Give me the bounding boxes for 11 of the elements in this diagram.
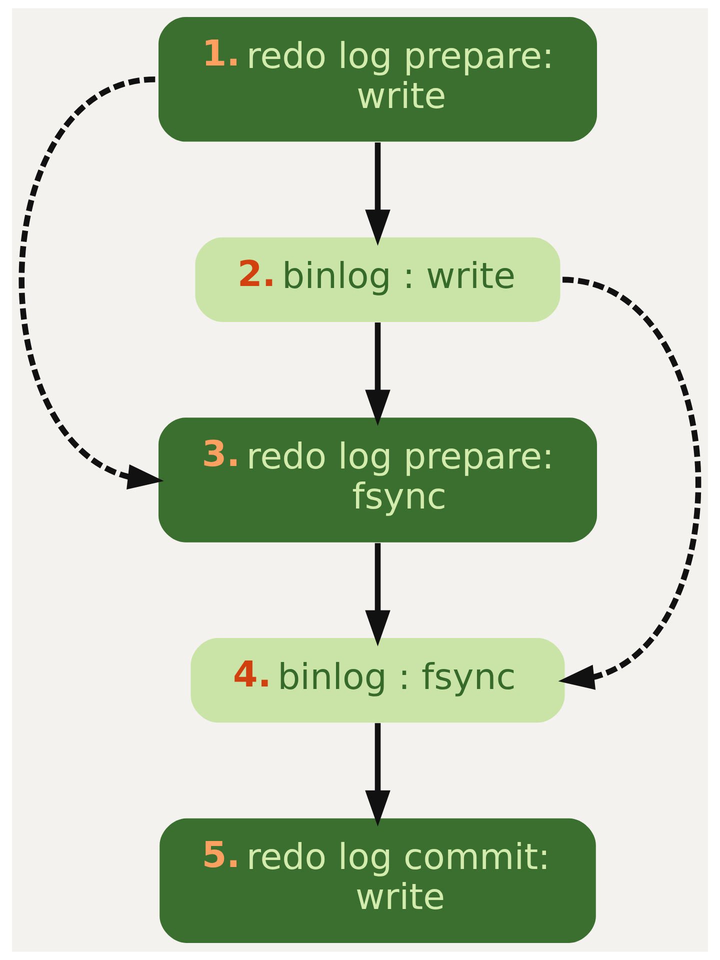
arrow	[365, 322, 390, 426]
node-box: 1. redo log prepare: write	[158, 17, 597, 142]
arrow	[365, 723, 390, 827]
node-box: 2. binlog : write	[195, 237, 560, 322]
arrow	[19, 76, 164, 490]
node-box: 3. redo log prepare: fsync	[158, 418, 597, 542]
node-box: 4. binlog : fsync	[190, 638, 565, 723]
arrow	[365, 543, 390, 646]
arrow	[558, 276, 701, 690]
arrow	[365, 142, 390, 246]
node-box: 5. redo log commit: write	[160, 818, 596, 943]
